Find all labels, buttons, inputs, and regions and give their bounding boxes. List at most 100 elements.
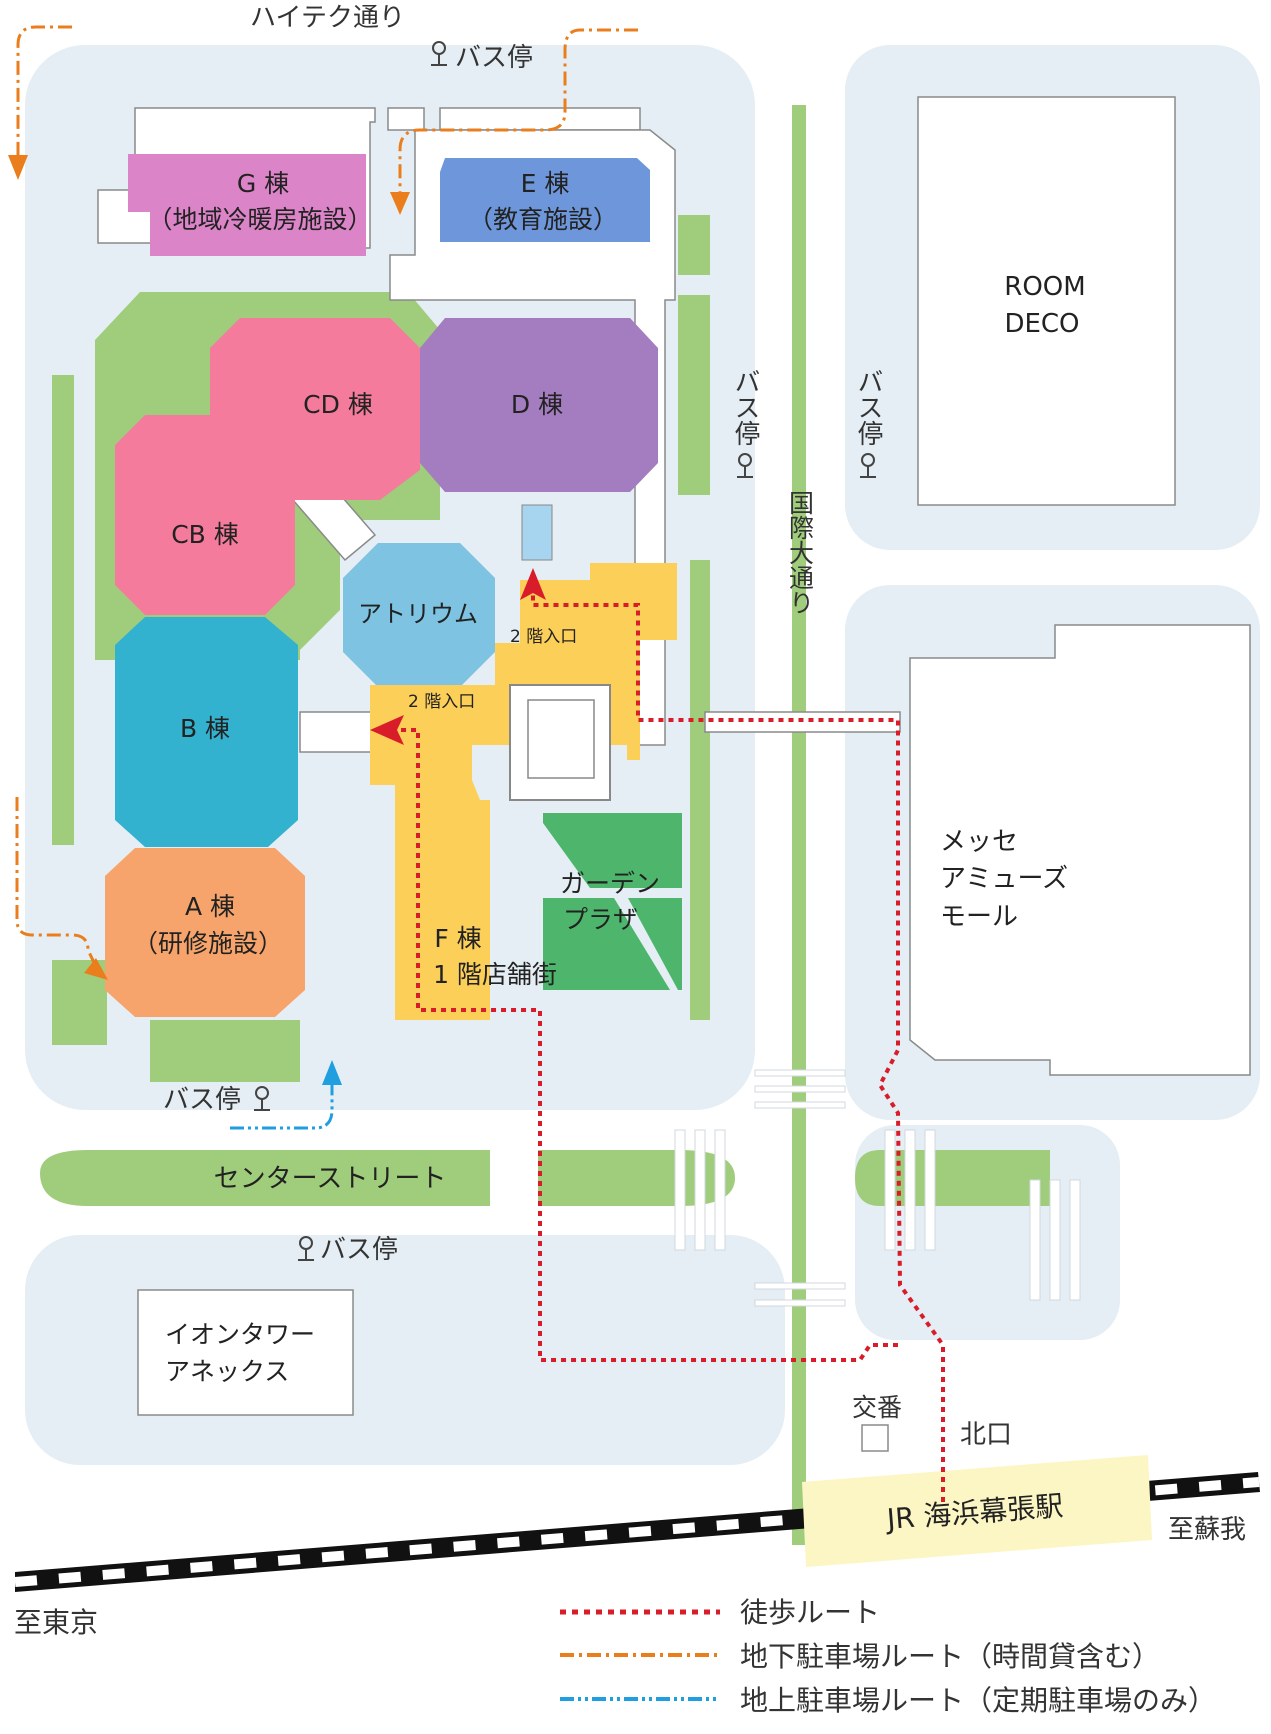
crossing-3c bbox=[924, 1129, 936, 1251]
bus-stop-icon bbox=[860, 453, 876, 478]
room-deco-line1: ROOM bbox=[1004, 272, 1085, 302]
east-green-3 bbox=[690, 560, 710, 1020]
cb-building bbox=[115, 415, 295, 615]
cb-building-label: CB 棟 bbox=[171, 520, 239, 549]
underground-arrow-nw bbox=[8, 155, 28, 180]
garden-plaza-line1: ガーデン bbox=[560, 869, 660, 898]
center-street-median bbox=[40, 1150, 490, 1206]
garden-plaza-1 bbox=[543, 813, 682, 888]
top-small-1 bbox=[387, 107, 425, 131]
b-building-label: B 棟 bbox=[180, 714, 230, 743]
messe-line2: アミューズ bbox=[940, 864, 1068, 894]
to-soga-label: 至蘇我 bbox=[1168, 1515, 1246, 1545]
aeon-line2: アネックス bbox=[165, 1357, 289, 1386]
underground-arrow-top bbox=[390, 192, 410, 215]
top-small-2 bbox=[439, 107, 641, 131]
crossing-5 bbox=[754, 1282, 846, 1290]
east-block-frame bbox=[389, 129, 676, 746]
crossing-2 bbox=[674, 1129, 686, 1251]
bus-stop-icon bbox=[737, 453, 753, 478]
crossing-3 bbox=[884, 1129, 896, 1251]
g-building-name: G 棟 bbox=[237, 169, 289, 198]
rail-dashes bbox=[14, 1477, 1260, 1587]
aeon-line1: イオンタワー bbox=[165, 1320, 315, 1349]
room-deco bbox=[917, 96, 1176, 506]
station-building bbox=[802, 1455, 1152, 1567]
center-street-label: センターストリート bbox=[214, 1164, 447, 1194]
kokusai-median bbox=[792, 105, 806, 1545]
garden-plaza-2 bbox=[543, 898, 670, 990]
crossing-2b bbox=[694, 1129, 706, 1251]
e-building-name: E 棟 bbox=[521, 169, 570, 198]
bus-stop-icon bbox=[298, 1236, 314, 1261]
bus-stop-right-1-label: バス停 bbox=[730, 368, 760, 446]
messe-line3: モール bbox=[940, 902, 1018, 932]
crossing-3b bbox=[904, 1129, 916, 1251]
f-building-name: F 棟 bbox=[434, 924, 481, 953]
railway bbox=[14, 1455, 1260, 1592]
g-building-sub: （地域冷暖房施設） bbox=[147, 205, 372, 234]
legend: 徒歩ルート 地下駐車場ルート（時間貸含む） 地上駐車場ルート（定期駐車場のみ） bbox=[560, 1596, 1216, 1717]
structures bbox=[97, 96, 1251, 1452]
underground-route-west bbox=[15, 797, 102, 976]
d-building bbox=[420, 318, 658, 492]
routes bbox=[8, 25, 945, 1502]
buildings bbox=[105, 154, 682, 1020]
bus-stop-center-label: バス停 bbox=[320, 1235, 398, 1265]
a-building bbox=[105, 848, 305, 1017]
koban-box bbox=[861, 1424, 889, 1452]
light-well bbox=[521, 504, 553, 561]
koban-label: 交番 bbox=[852, 1393, 902, 1422]
walk-arrow-up bbox=[520, 568, 546, 600]
g-building bbox=[128, 154, 366, 256]
bus-stop-icon bbox=[254, 1086, 270, 1111]
garden-plaza-line2: プラザ bbox=[563, 905, 638, 934]
west-green-1 bbox=[52, 375, 74, 845]
east-green-1 bbox=[678, 215, 710, 275]
crossing-4b bbox=[1049, 1179, 1061, 1301]
to-tokyo-label: 至東京 bbox=[14, 1606, 98, 1639]
crossing-1 bbox=[754, 1069, 846, 1077]
entrance-2f-left: 2 階入口 bbox=[408, 692, 475, 712]
hitech-road-label: ハイテク通り bbox=[250, 3, 405, 33]
kokusai-road-label: 国際大通り bbox=[786, 490, 815, 615]
bus-stop-right-2-label: バス停 bbox=[853, 368, 883, 446]
e-building-sub: （教育施設） bbox=[468, 205, 618, 234]
crossing-4c bbox=[1069, 1179, 1081, 1301]
a-building-name: A 棟 bbox=[185, 892, 235, 921]
f-building-sub: 1 階店舗街 bbox=[433, 960, 557, 989]
legend-ground-label: 地上駐車場ルート（定期駐車場のみ） bbox=[740, 1684, 1216, 1717]
crossings bbox=[674, 1069, 1081, 1307]
e-building bbox=[440, 158, 650, 242]
east-green-2 bbox=[678, 295, 710, 495]
underground-route-top bbox=[398, 28, 638, 195]
messe-line1: メッセ bbox=[940, 827, 1018, 857]
center-street-median-3 bbox=[855, 1150, 1050, 1206]
underground-arrow-west bbox=[84, 958, 108, 980]
crossing-5b bbox=[754, 1299, 846, 1307]
north-exit-label: 北口 bbox=[960, 1420, 1012, 1450]
bus-stop-icon bbox=[431, 41, 447, 66]
bus-stop-icons bbox=[254, 41, 876, 1261]
crossing-2c bbox=[714, 1129, 726, 1251]
crossing-1c bbox=[754, 1101, 846, 1109]
walk-route-west bbox=[400, 728, 898, 1362]
legend-underground-label: 地下駐車場ルート（時間貸含む） bbox=[740, 1640, 1160, 1673]
cd-building-label: CD 棟 bbox=[303, 390, 373, 419]
center-street-median-2 bbox=[538, 1150, 735, 1206]
d-building-label: D 棟 bbox=[511, 390, 563, 419]
room-deco-line2: DECO bbox=[1004, 309, 1079, 339]
entrance-2f-top: 2 階入口 bbox=[510, 627, 577, 647]
aeon-annex bbox=[137, 1289, 354, 1416]
b-building bbox=[115, 617, 298, 847]
f-inner-core bbox=[527, 699, 595, 779]
a-building-sub: （研修施設） bbox=[133, 929, 283, 958]
messe-mall bbox=[909, 624, 1251, 1076]
f-building bbox=[370, 563, 677, 1020]
legend-walk-label: 徒歩ルート bbox=[740, 1596, 880, 1629]
crossing-1b bbox=[754, 1085, 846, 1093]
garden-plaza-3 bbox=[628, 898, 682, 990]
underground-route-nw bbox=[16, 25, 72, 155]
bus-stop-bottom-left-label: バス停 bbox=[163, 1085, 241, 1115]
